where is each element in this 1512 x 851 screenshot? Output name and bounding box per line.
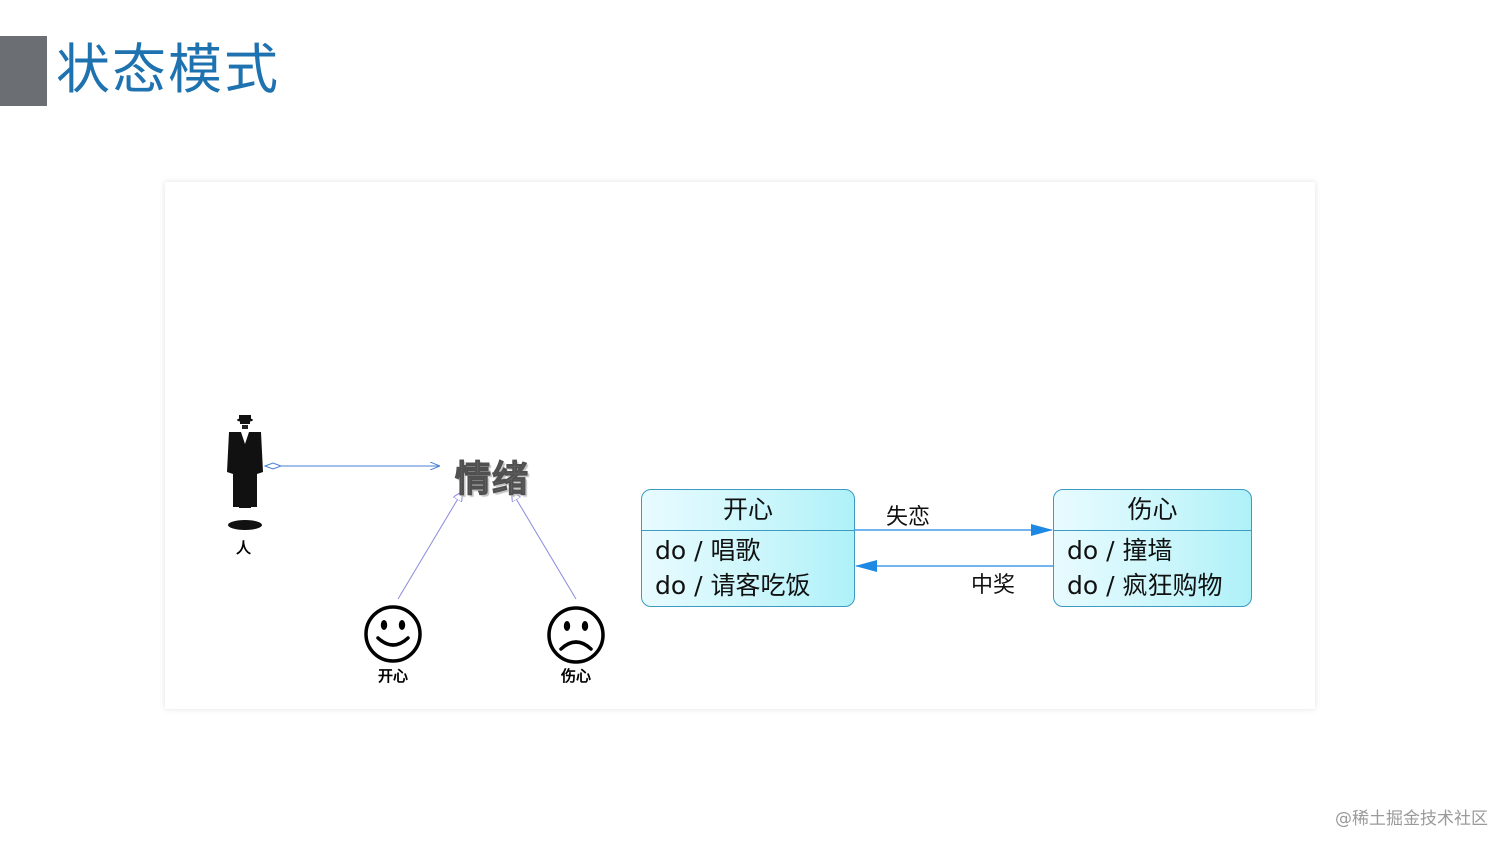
- association-connector: [263, 463, 439, 469]
- state-name: 开心: [642, 490, 854, 531]
- state-action: do / 撞墙: [1067, 536, 1173, 565]
- state-sad: 伤心 do / 撞墙 do / 疯狂购物: [1053, 489, 1252, 607]
- diagram-card: 人 情绪 开心 伤心 开心 do / 唱歌 do / 请客吃饭 伤心 do / …: [165, 182, 1315, 709]
- slide-title: 状态模式: [56, 38, 280, 101]
- state-action: do / 请客吃饭: [655, 571, 811, 600]
- diagram-canvas: [227, 415, 1053, 664]
- state-happy: 开心 do / 唱歌 do / 请客吃饭: [641, 489, 855, 607]
- state-action: do / 唱歌: [655, 536, 761, 565]
- transition-label-lottery: 中奖: [971, 573, 1016, 598]
- sad-face-icon: [547, 606, 605, 664]
- title-accent-bar: [0, 36, 47, 106]
- state-actions: do / 撞墙 do / 疯狂购物: [1054, 531, 1251, 603]
- happy-face-icon: [364, 605, 422, 663]
- happy-inherit-line: [397, 492, 462, 600]
- state-name: 伤心: [1054, 490, 1251, 531]
- state-action: do / 疯狂购物: [1067, 571, 1223, 600]
- emotion-abstract-label: 情绪: [454, 459, 530, 501]
- transition-label-lovelorn: 失恋: [886, 505, 931, 530]
- sad-label: 伤心: [561, 667, 592, 685]
- person-icon: [227, 415, 263, 530]
- happy-label: 开心: [378, 667, 409, 685]
- state-actions: do / 唱歌 do / 请客吃饭: [642, 531, 854, 603]
- person-label: 人: [236, 539, 252, 557]
- sad-inherit-line: [512, 492, 577, 600]
- watermark: @稀土掘金技术社区: [1335, 809, 1488, 829]
